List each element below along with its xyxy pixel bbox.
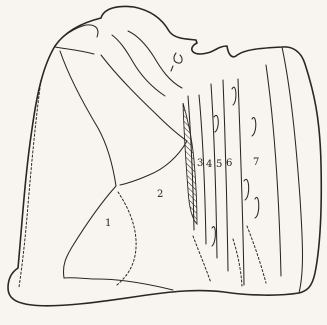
- upper-contour: [55, 25, 98, 46]
- region-label-7: 7: [253, 157, 259, 168]
- dotted-lower-center: [193, 236, 211, 283]
- dotted-left-guide: [19, 80, 41, 287]
- slit-3: [252, 118, 256, 136]
- central-triangular-contour: [101, 55, 187, 185]
- slit-1: [214, 115, 218, 132]
- band-boundary-5: [238, 79, 244, 285]
- region-label-6: 6: [226, 158, 232, 169]
- right-side-boundary: [282, 47, 303, 293]
- right-side-boundary-inner: [266, 65, 281, 276]
- dotted-region-1-boundary: [117, 192, 136, 285]
- dotted-lower-right-1: [247, 226, 266, 283]
- region-label-1: 1: [105, 218, 111, 229]
- slit-2: [232, 87, 236, 105]
- slit-5: [244, 179, 249, 200]
- band-boundary-3: [211, 84, 217, 258]
- dotted-lower-right-2: [233, 239, 242, 286]
- small-aperture-mark: [174, 53, 182, 63]
- region-label-3: 3: [197, 158, 203, 169]
- inner-flap-outline: [60, 51, 173, 290]
- region-label-4: 4: [206, 159, 212, 170]
- small-tick-mark: [171, 66, 173, 71]
- upper-neck-inner: [112, 35, 165, 96]
- specimen-outline: [8, 6, 321, 305]
- band-boundary-2: [199, 95, 206, 244]
- region-label-2: 2: [157, 189, 163, 200]
- region-label-5: 5: [216, 159, 222, 170]
- slit-4: [212, 227, 215, 246]
- band-boundary-4: [223, 80, 228, 271]
- slit-6: [255, 197, 259, 218]
